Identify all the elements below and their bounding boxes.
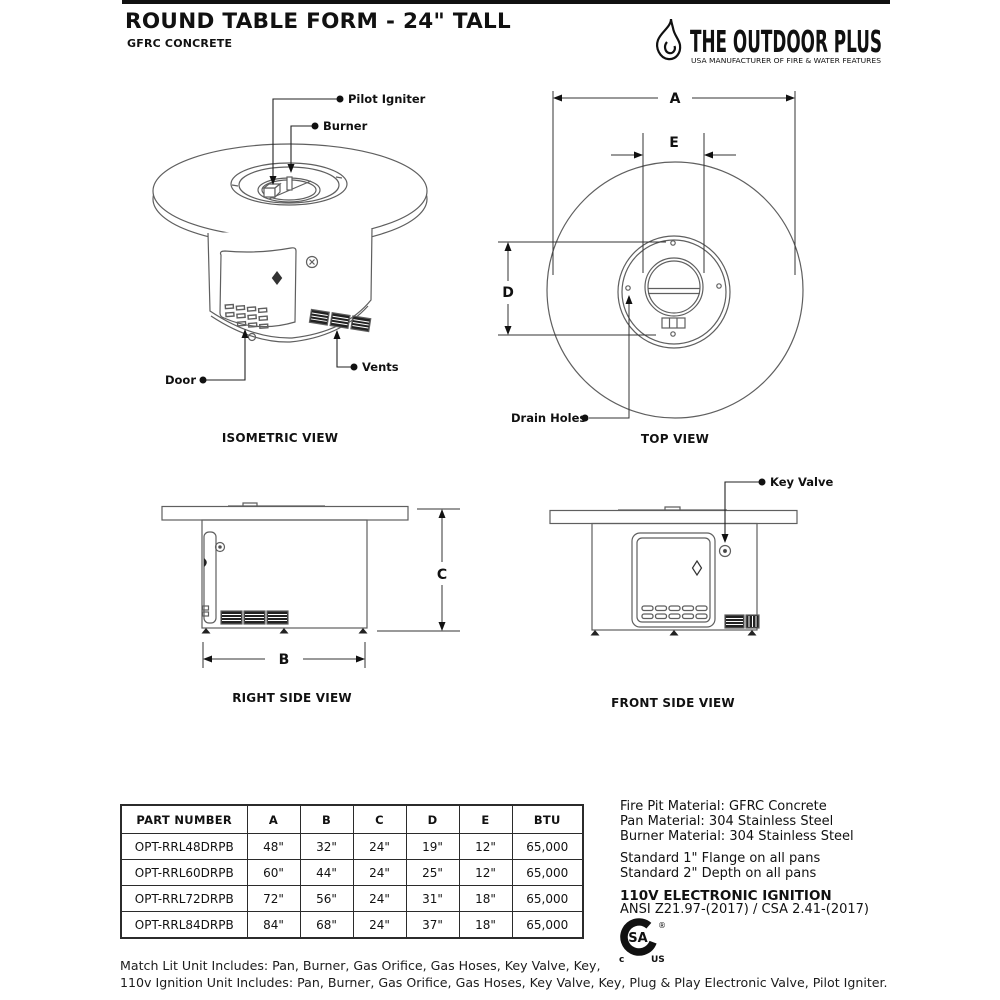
pilot-igniter-label: Pilot Igniter: [348, 92, 426, 106]
right-side-view-caption: RIGHT SIDE VIEW: [232, 691, 352, 705]
col-header-btu: BTU: [511, 804, 584, 834]
right-side-view-drawing: C B RIGHT SIDE VIEW: [161, 502, 460, 705]
col-header-c: C: [352, 804, 407, 834]
dim-c-label: C: [437, 567, 447, 583]
page-title: ROUND TABLE FORM - 24" TALL: [125, 9, 512, 34]
csa-registered-mark: ®: [658, 921, 666, 930]
col-header-e: E: [458, 804, 513, 834]
table-cell: 31": [405, 885, 460, 912]
table-cell: 65,000: [511, 833, 584, 860]
col-header-a: A: [246, 804, 301, 834]
isometric-view-drawing: Pilot Igniter Burner Door Vents ISOMETRI…: [152, 92, 428, 445]
table-row: OPT-RRL84DRPB 84" 68" 24" 37" 18" 65,000: [120, 911, 584, 939]
dim-b-label: B: [279, 652, 290, 668]
table-cell: 68": [299, 911, 354, 939]
col-header-d: D: [405, 804, 460, 834]
table-cell: 72": [246, 885, 301, 912]
table-cell: 19": [405, 833, 460, 860]
csa-c-label: c: [619, 955, 624, 965]
pan-material: Pan Material: 304 Stainless Steel: [620, 813, 834, 829]
col-header-b: B: [299, 804, 354, 834]
table-header-row: PART NUMBER A B C D E BTU: [120, 804, 584, 834]
table-cell: 24": [352, 833, 407, 860]
table-cell: OPT-RRL60DRPB: [120, 859, 248, 886]
table-row: OPT-RRL72DRPB 72" 56" 24" 31" 18" 65,000: [120, 885, 584, 912]
csa-monogram: SA: [628, 931, 647, 946]
table-cell: 18": [458, 911, 513, 939]
table-cell: 24": [352, 859, 407, 886]
table-cell: 65,000: [511, 885, 584, 912]
csa-us-label: US: [651, 955, 665, 965]
drain-holes-label: Drain Holes: [511, 411, 586, 425]
table-cell: 37": [405, 911, 460, 939]
table-cell: 60": [246, 859, 301, 886]
dim-a-label: A: [670, 91, 681, 107]
standard-depth: Standard 2" Depth on all pans: [620, 865, 817, 881]
table-cell: 12": [458, 859, 513, 886]
table-cell: 84": [246, 911, 301, 939]
dim-e-label: E: [669, 135, 679, 151]
burner-label: Burner: [323, 119, 368, 133]
dim-d-label: D: [502, 285, 514, 301]
table-cell: 65,000: [511, 859, 584, 886]
standard-flange: Standard 1" Flange on all pans: [620, 850, 821, 866]
brand-logo: THE OUTDOOR PLUS USA MANUFACTURER OF FIR…: [656, 18, 882, 65]
key-valve-label: Key Valve: [770, 475, 833, 489]
vents-leader-dot: [350, 363, 358, 371]
isometric-view-caption: ISOMETRIC VIEW: [222, 431, 338, 445]
front-side-view-caption: FRONT SIDE VIEW: [611, 696, 735, 710]
table-cell: OPT-RRL84DRPB: [120, 911, 248, 939]
top-rule: [122, 0, 890, 4]
col-header-part-number: PART NUMBER: [120, 804, 248, 834]
vents-label: Vents: [362, 360, 399, 374]
page-subtitle: GFRC CONCRETE: [127, 37, 233, 50]
burner-leader-dot: [311, 122, 319, 130]
ignition-includes-line: 110v Ignition Unit Includes: Pan, Burner…: [120, 974, 888, 990]
table-cell: 25": [405, 859, 460, 886]
brand-name: THE OUTDOOR PLUS: [690, 25, 882, 60]
table-row: OPT-RRL48DRPB 48" 32" 24" 19" 12" 65,000: [120, 833, 584, 860]
brand-tagline: USA MANUFACTURER OF FIRE & WATER FEATURE…: [691, 57, 882, 65]
footer-notes: Match Lit Unit Includes: Pan, Burner, Ga…: [120, 958, 888, 991]
flame-icon: [656, 18, 682, 61]
match-lit-includes-line: Match Lit Unit Includes: Pan, Burner, Ga…: [120, 958, 601, 973]
table-cell: 24": [352, 911, 407, 939]
drain-holes-leader-dot: [581, 414, 589, 422]
table-cell: 48": [246, 833, 301, 860]
certification-line: ANSI Z21.97-(2017) / CSA 2.41-(2017): [620, 902, 869, 918]
top-view-caption: TOP VIEW: [641, 432, 709, 446]
top-view-drawing: A E D Drain Holes TOP VIEW: [498, 91, 804, 446]
pilot-igniter-leader-dot: [336, 95, 344, 103]
table-cell: OPT-RRL72DRPB: [120, 885, 248, 912]
table-cell: 44": [299, 859, 354, 886]
key-valve-leader-dot: [758, 478, 766, 486]
table-cell: 65,000: [511, 911, 584, 939]
table-cell: OPT-RRL48DRPB: [120, 833, 248, 860]
spec-table: PART NUMBER A B C D E BTU OPT-RRL48DRPB …: [120, 804, 584, 939]
table-cell: 32": [299, 833, 354, 860]
burner-material: Burner Material: 304 Stainless Steel: [620, 828, 854, 844]
table-cell: 18": [458, 885, 513, 912]
materials-block: Fire Pit Material: GFRC Concrete Pan Mat…: [620, 799, 869, 918]
csa-mark: SA ® c US: [619, 918, 666, 965]
door-leader-dot: [199, 376, 207, 384]
front-side-view-drawing: Key Valve FRONT SIDE VIEW: [549, 475, 833, 710]
door-label: Door: [165, 373, 196, 387]
ignition-title: 110V ELECTRONIC IGNITION: [620, 887, 832, 904]
table-cell: 24": [352, 885, 407, 912]
table-row: OPT-RRL60DRPB 60" 44" 24" 25" 12" 65,000: [120, 859, 584, 886]
table-cell: 56": [299, 885, 354, 912]
table-cell: 12": [458, 833, 513, 860]
fire-pit-material: Fire Pit Material: GFRC Concrete: [620, 799, 827, 814]
